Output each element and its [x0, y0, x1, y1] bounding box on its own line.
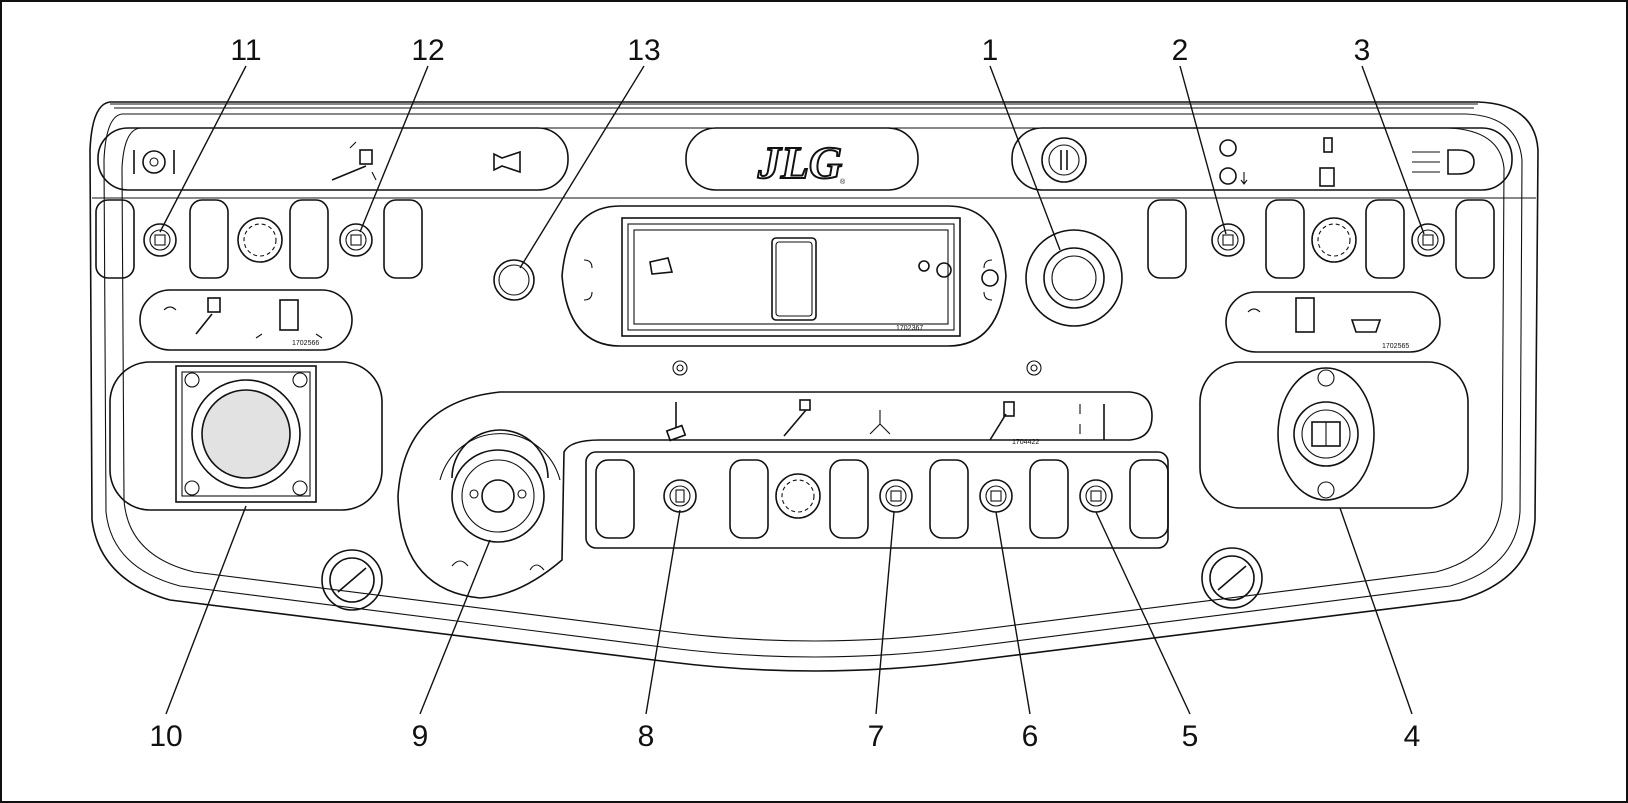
- callout-6: 6: [1022, 720, 1039, 753]
- jlg-logo: JLG ®: [685, 127, 919, 191]
- drive-steer-joystick[interactable]: [109, 361, 383, 511]
- jib-rotate-icon: [331, 141, 377, 181]
- emergency-stop-button[interactable]: [1025, 229, 1123, 327]
- top-label-strip: [97, 127, 1513, 191]
- panel-body: [89, 101, 1539, 672]
- callout-12: 12: [411, 34, 444, 67]
- callout-3: 3: [1354, 34, 1371, 67]
- platform-rotate-switch[interactable]: [879, 479, 913, 513]
- jib-lift-switch[interactable]: [979, 479, 1013, 513]
- function-decal-code: 1704422: [1012, 439, 1039, 446]
- callout-7: 7: [868, 720, 885, 753]
- emergency-stop-housing-icon: [1041, 137, 1087, 183]
- function-speed-knob[interactable]: [397, 391, 1153, 599]
- platform-level-icon: [133, 150, 175, 174]
- right-decal-code: 1702565: [1382, 343, 1409, 350]
- callout-2: 2: [1172, 34, 1189, 67]
- engine-start-icon: [1219, 139, 1248, 185]
- bottom-left-screw: [321, 549, 383, 611]
- callout-leader-lines: [159, 65, 1425, 715]
- right-blank-plug: [1311, 217, 1357, 263]
- left-decal-code: 1702566: [292, 340, 319, 347]
- callout-labels: 11 12 13 1 2 3 10 9 8 7 6 5 4: [149, 34, 1420, 753]
- lights-switch[interactable]: [1411, 223, 1445, 257]
- logo-text: JLG: [757, 137, 842, 188]
- function-toggle-row: [585, 451, 1169, 549]
- jib-rotate-switch[interactable]: [339, 223, 373, 257]
- callout-4: 4: [1404, 720, 1421, 753]
- display-mount-screws: [672, 360, 1042, 376]
- telescope-switch[interactable]: [1079, 479, 1113, 513]
- display-decal-code: 1702367: [896, 325, 923, 332]
- callout-10: 10: [149, 720, 182, 753]
- logo-registered-mark: ®: [840, 178, 846, 186]
- left-blank-plug: [237, 217, 283, 263]
- fuel-select-icon: [1319, 137, 1335, 187]
- callout-8: 8: [638, 720, 655, 753]
- right-function-decal: 1702565: [1225, 291, 1441, 353]
- callout-1: 1: [982, 34, 999, 67]
- function-blank-plug: [775, 473, 821, 519]
- right-toggle-row: [1147, 199, 1495, 279]
- display-module: 1702367: [561, 205, 1007, 347]
- bottom-right-screw: [1201, 547, 1263, 609]
- horn-icon: [493, 150, 521, 174]
- callout-11: 11: [230, 34, 261, 67]
- callout-5: 5: [1182, 720, 1199, 753]
- lights-icon: [1412, 149, 1475, 175]
- boom-function-decal: 1704422: [665, 399, 1105, 446]
- boom-joystick[interactable]: [1199, 361, 1469, 509]
- left-function-decal: 1702566: [139, 289, 353, 351]
- platform-level-switch[interactable]: [143, 223, 177, 257]
- left-toggle-row: [95, 199, 423, 279]
- engine-start-fuel-switch[interactable]: [1211, 223, 1245, 257]
- horn-button[interactable]: [493, 259, 535, 301]
- callout-13: 13: [627, 34, 660, 67]
- callout-9: 9: [412, 720, 429, 753]
